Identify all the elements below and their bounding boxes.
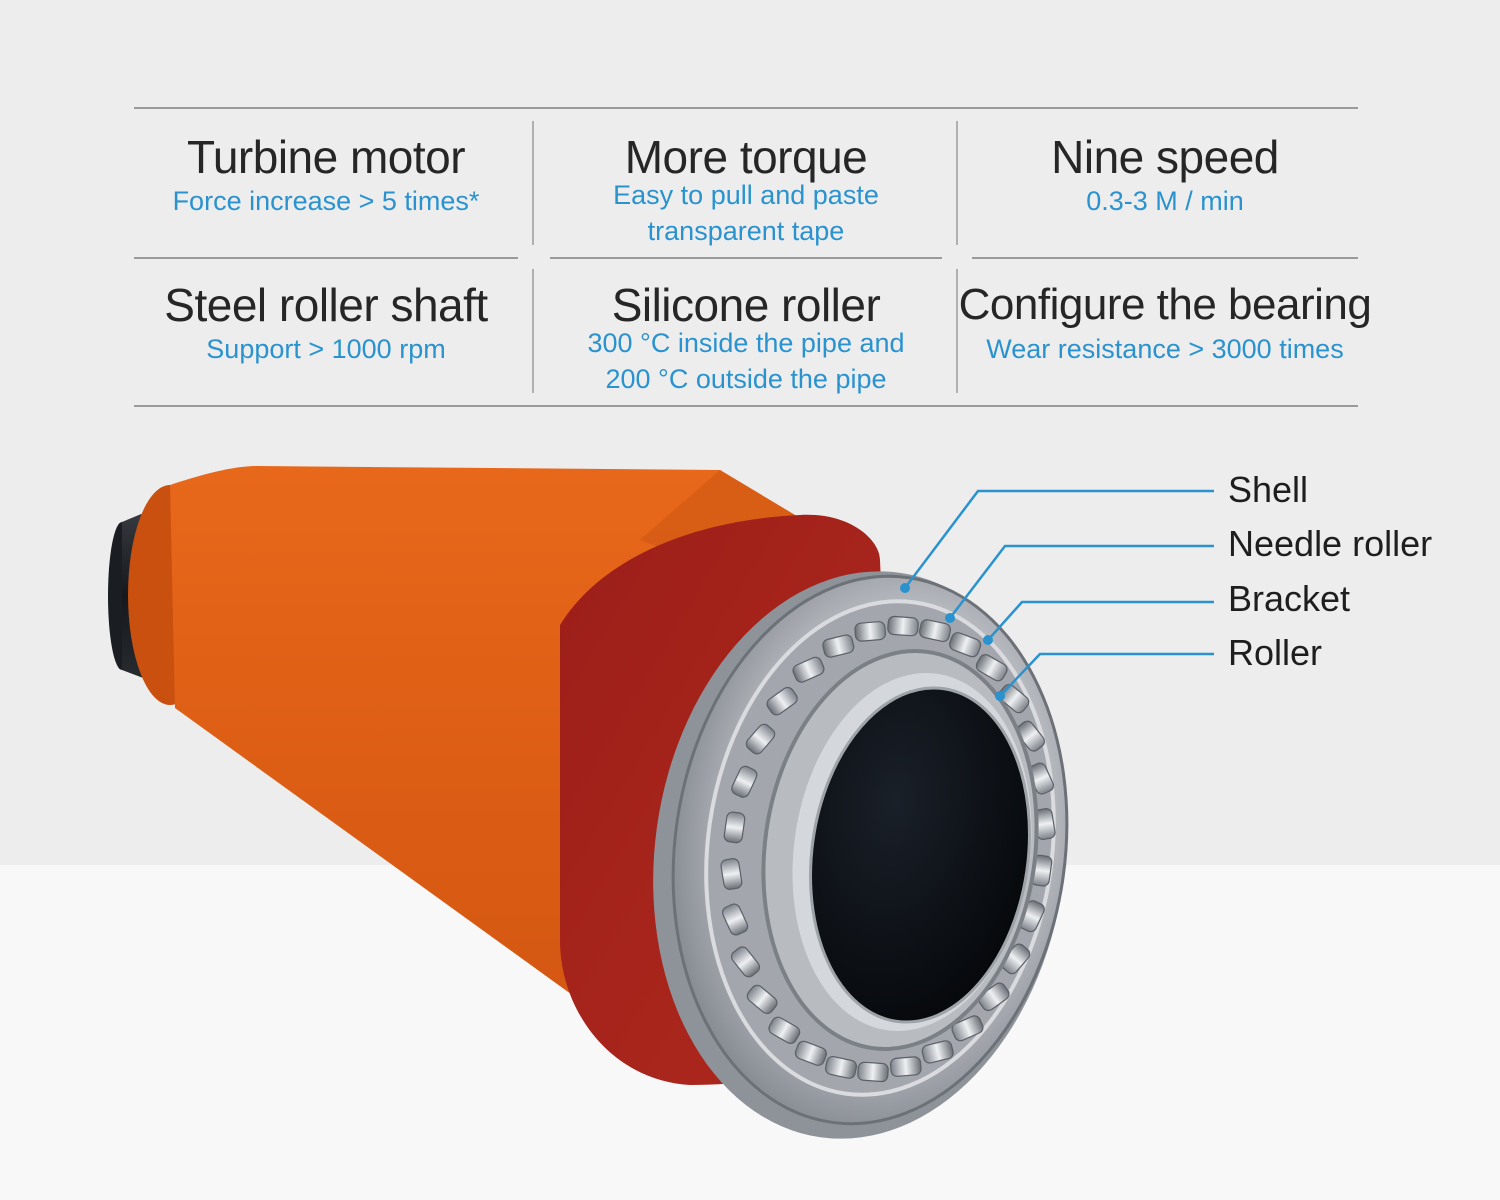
needle-roller	[723, 811, 746, 844]
needle-roller	[975, 654, 1008, 682]
needle-roller	[768, 1016, 801, 1044]
needle-roller	[918, 619, 952, 643]
callout-needle-roller: Needle roller	[1228, 523, 1433, 564]
grid-line-middle-center	[550, 257, 942, 259]
spec-silicone-roller: Silicone roller 300 °C inside the pipe a…	[550, 279, 942, 397]
needle-roller	[731, 765, 758, 798]
dot-bracket	[983, 635, 993, 645]
spec-title: More torque	[624, 131, 868, 183]
needle-roller	[792, 656, 825, 683]
roller-bearing-illustration	[108, 466, 1214, 1139]
needle-roller	[951, 1015, 984, 1042]
needle-roller	[857, 1061, 889, 1083]
leader-bracket	[987, 600, 1214, 641]
needle-roller	[794, 1040, 827, 1066]
spec-steel-roller-shaft: Steel roller shaft Support > 1000 rpm	[134, 279, 518, 367]
spec-turbine-motor: Turbine motor Force increase > 5 times*	[134, 131, 518, 219]
grid-line-bottom	[134, 405, 1358, 407]
spec-subtitle: 0.3-3 M / min	[1086, 186, 1244, 216]
needle-roller	[720, 858, 743, 890]
needle-roller	[766, 686, 798, 716]
leader-shell	[904, 489, 1214, 589]
spec-subtitle-line-2: transparent tape	[647, 216, 845, 246]
spec-subtitle: Support > 1000 rpm	[206, 334, 446, 364]
needle-roller	[887, 615, 919, 637]
needle-roller	[889, 1056, 922, 1077]
grid-line-middle-left	[134, 257, 518, 259]
leader-roller	[999, 652, 1214, 697]
needle-roller	[824, 1055, 858, 1079]
spec-subtitle-line-1: Easy to pull and paste	[613, 180, 879, 210]
dot-shell	[900, 583, 910, 593]
needle-roller	[746, 984, 778, 1015]
spec-subtitle-line-1: 300 °C inside the pipe and	[587, 328, 905, 358]
spec-nine-speed: Nine speed 0.3-3 M / min	[972, 131, 1358, 219]
grid-divider-2a	[956, 121, 958, 245]
spec-title: Turbine motor	[186, 131, 466, 183]
needle-roller	[822, 634, 855, 658]
grid-divider-1a	[532, 121, 534, 245]
grid-line-top	[134, 107, 1358, 109]
bearing-assembly	[653, 571, 1069, 1139]
spec-subtitle: Force increase > 5 times*	[172, 186, 480, 216]
needle-roller	[949, 632, 982, 658]
callout-dots	[900, 583, 1005, 701]
needle-roller	[722, 903, 749, 936]
spec-subtitle-line-2: 200 °C outside the pipe	[605, 364, 887, 394]
needle-roller	[854, 621, 887, 642]
needle-roller	[745, 723, 776, 755]
spec-title: Nine speed	[1051, 131, 1279, 183]
leader-needle-roller	[949, 544, 1214, 619]
dot-needle-roller	[945, 613, 955, 623]
spec-title: Configure the bearing	[958, 280, 1372, 329]
spec-title: Steel roller shaft	[164, 279, 488, 331]
needle-roller	[730, 946, 761, 978]
spec-grid: Turbine motor Force increase > 5 times* …	[134, 107, 1372, 407]
spec-more-torque: More torque Easy to pull and paste trans…	[550, 131, 942, 249]
callout-shell: Shell	[1228, 469, 1309, 510]
callout-roller: Roller	[1228, 632, 1323, 673]
spec-title: Silicone roller	[611, 279, 881, 331]
callout-leaders	[904, 489, 1214, 697]
needle-roller	[998, 683, 1030, 714]
grid-divider-1b	[532, 269, 534, 393]
callout-bracket: Bracket	[1228, 578, 1351, 619]
spec-configure-bearing: Configure the bearing Wear resistance > …	[959, 279, 1372, 367]
dot-roller	[995, 691, 1005, 701]
needle-roller	[921, 1040, 954, 1064]
spec-subtitle: Wear resistance > 3000 times	[986, 334, 1344, 364]
grid-line-middle-right	[972, 257, 1358, 259]
grid-divider-2b	[956, 269, 958, 393]
